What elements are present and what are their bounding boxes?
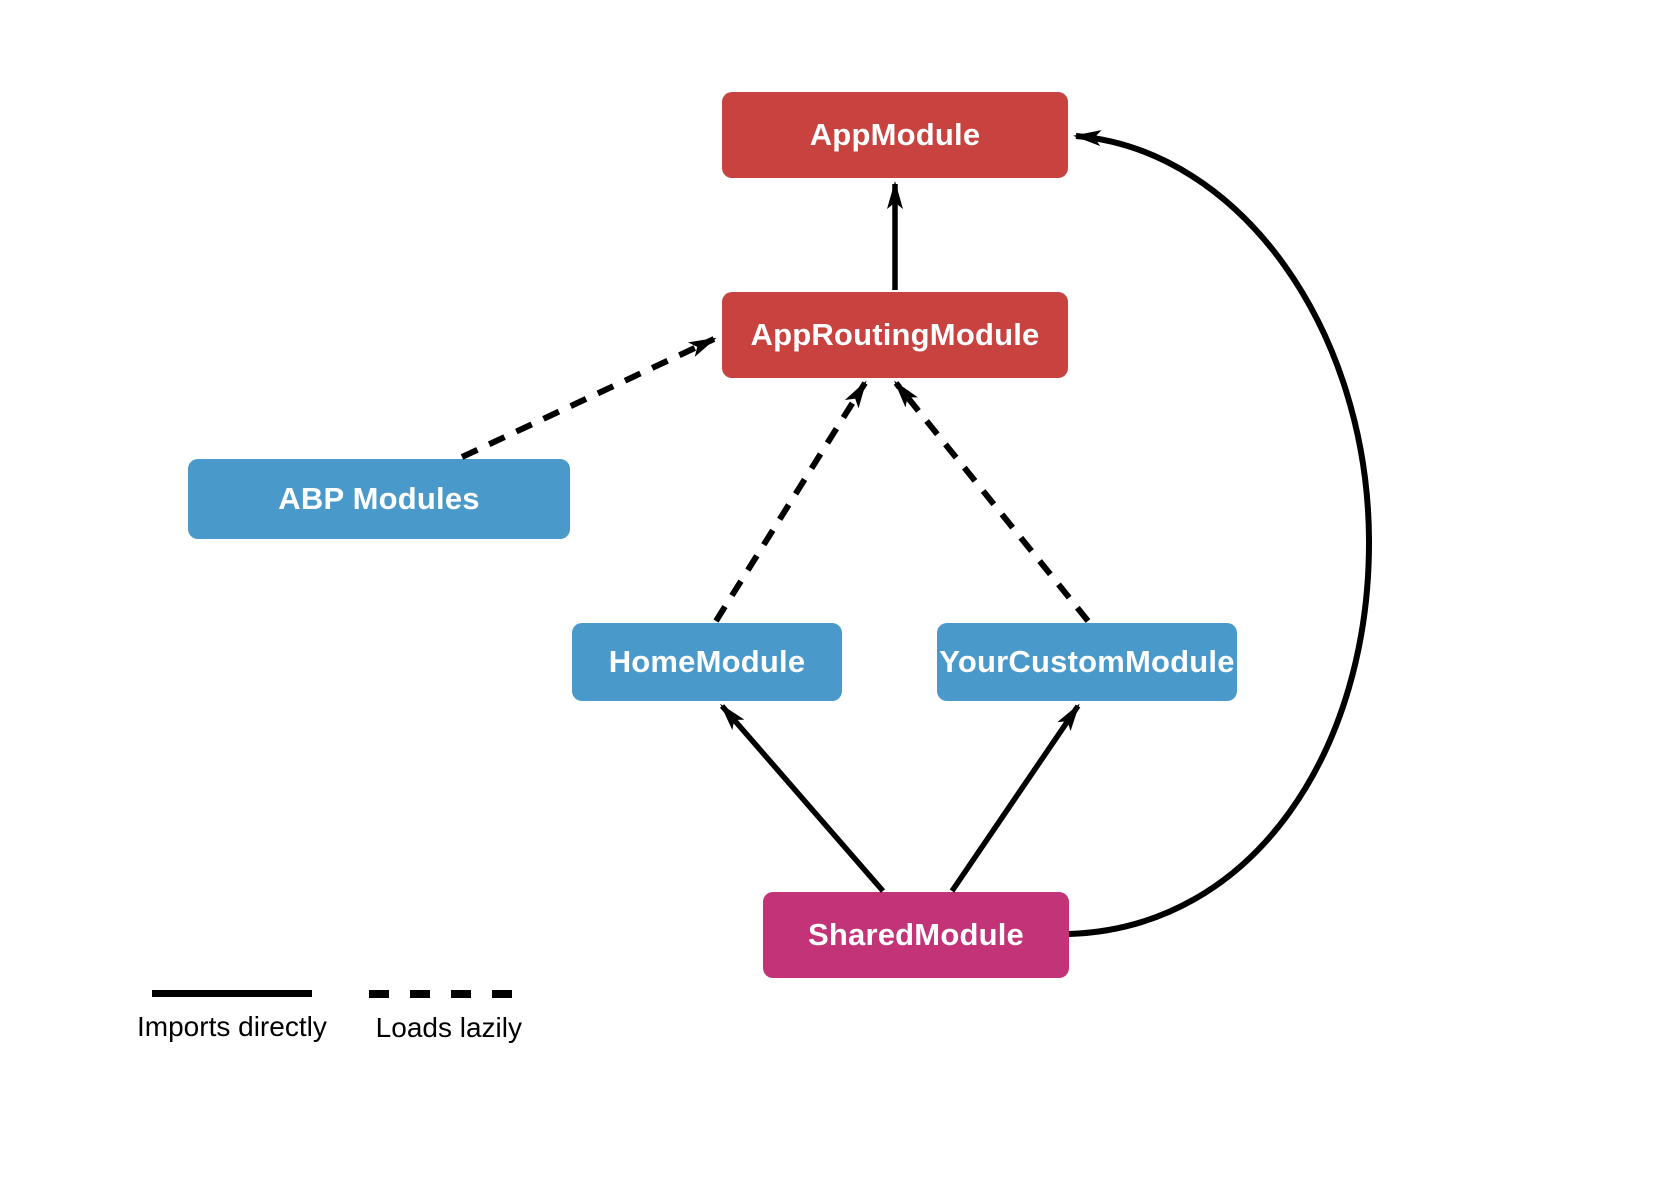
dashed-line-swatch — [368, 990, 529, 998]
solid-line-swatch — [151, 990, 312, 997]
edge-abp-lazy-routing — [460, 336, 717, 460]
legend-label: Imports directly — [137, 1011, 327, 1042]
edge-group — [460, 130, 1373, 937]
node-label: AppModule — [809, 117, 981, 152]
node-app-module: AppModule — [722, 92, 1068, 178]
edge-shared-imports-custom — [949, 703, 1081, 893]
edge-shared-imports-home — [719, 703, 886, 893]
legend-label: Loads lazily — [375, 1012, 522, 1043]
node-label: ABP Modules — [278, 481, 480, 516]
node-label: SharedModule — [808, 917, 1024, 952]
edge-custom-lazy-routing — [893, 380, 1091, 623]
node-app-routing-module: AppRoutingModule — [722, 292, 1068, 378]
edge-home-lazy-routing — [713, 380, 868, 623]
node-label: AppRoutingModule — [750, 317, 1040, 352]
node-your-custom-module: YourCustomModule — [937, 623, 1237, 701]
node-shared-module: SharedModule — [763, 892, 1069, 978]
node-label: HomeModule — [608, 644, 806, 679]
node-home-module: HomeModule — [572, 623, 842, 701]
edge-shared-imports-app — [1068, 130, 1373, 937]
node-label: YourCustomModule — [939, 644, 1235, 679]
diagram-legend: Imports directly Loads lazily — [137, 990, 529, 1044]
legend-item-loads-lazily: Loads lazily — [368, 990, 529, 1044]
node-abp-modules: ABP Modules — [188, 459, 570, 539]
legend-item-imports-directly: Imports directly — [137, 990, 327, 1044]
